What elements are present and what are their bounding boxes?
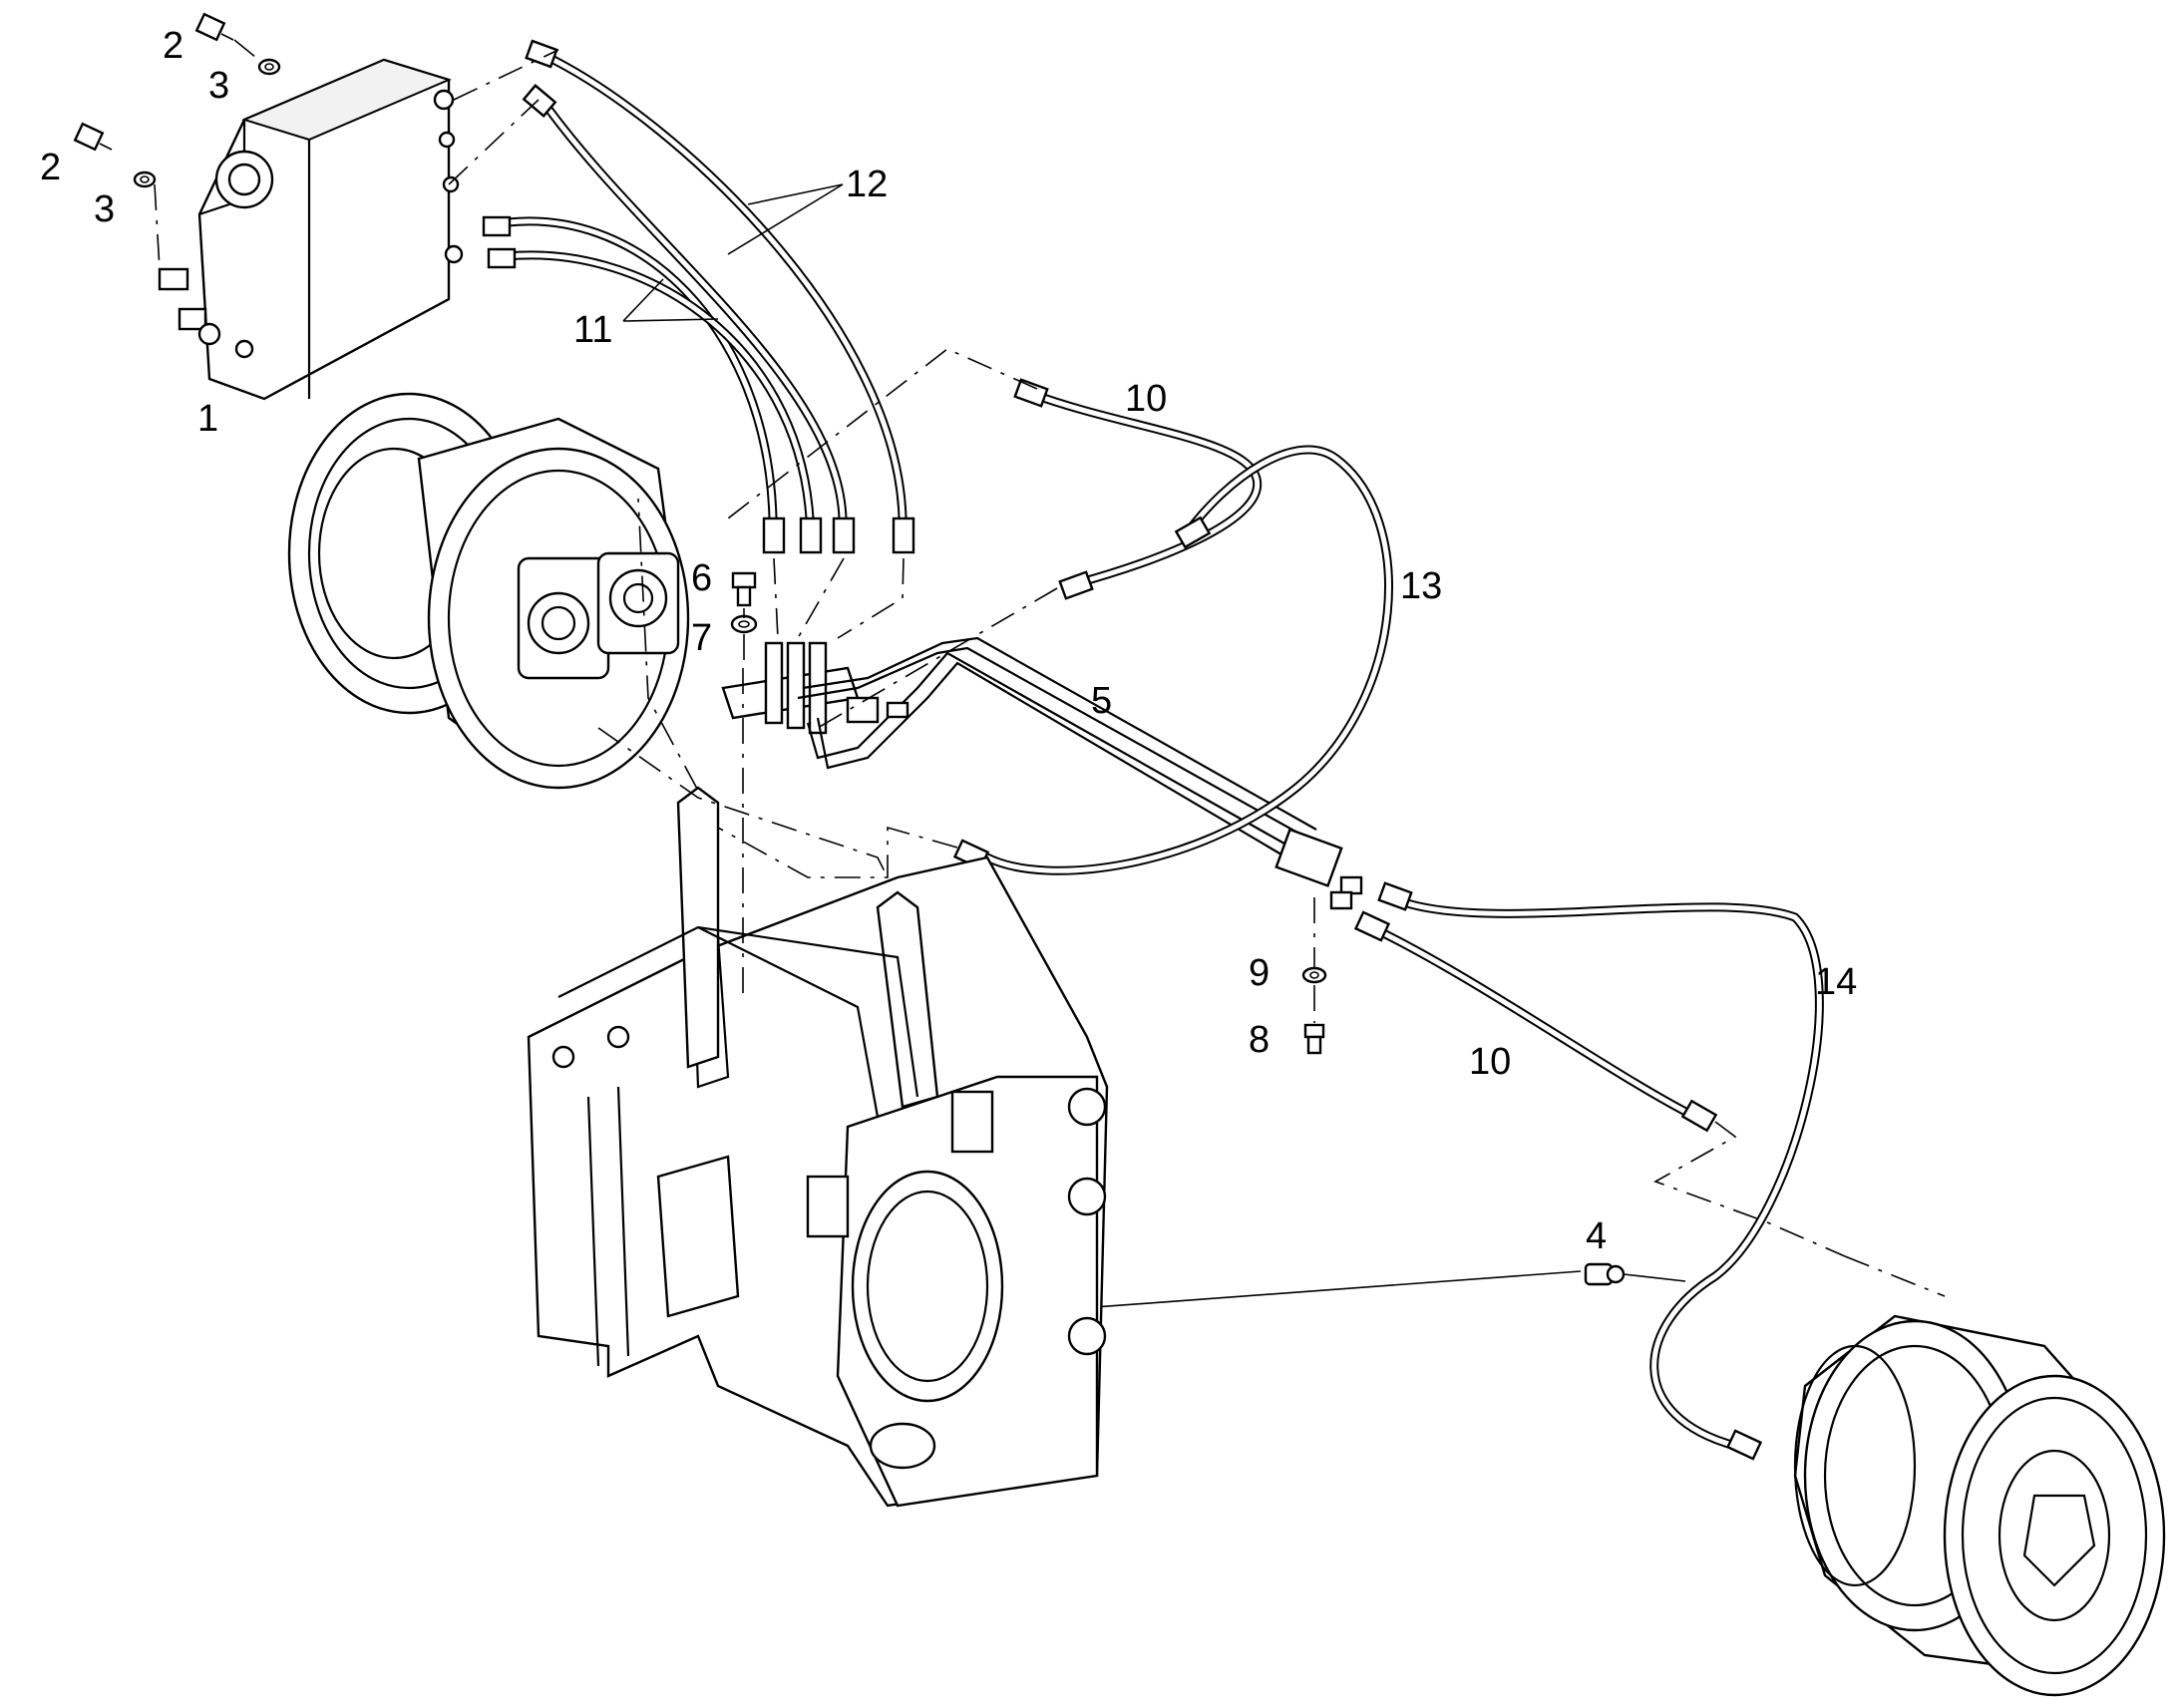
callout-5: 5 bbox=[1091, 680, 1112, 722]
plug-part-8 bbox=[1303, 1023, 1325, 1055]
washer-part-9 bbox=[1301, 966, 1327, 984]
screw-part-2-left bbox=[73, 122, 113, 152]
washer-part-3-left bbox=[133, 171, 157, 188]
callout-7: 7 bbox=[691, 617, 712, 659]
hose-part-10-upper bbox=[1013, 378, 1263, 600]
tube-assembly-part-5 bbox=[721, 636, 1363, 910]
washer-part-3-top bbox=[257, 58, 281, 76]
machine-frame bbox=[527, 786, 1109, 1508]
callout-10-upper: 10 bbox=[1125, 378, 1167, 420]
washer-part-7 bbox=[730, 614, 758, 634]
callout-2-left: 2 bbox=[40, 147, 61, 188]
hose-part-14 bbox=[1377, 881, 1824, 1461]
hose-part-13 bbox=[952, 445, 1393, 875]
callout-2-top: 2 bbox=[163, 25, 183, 67]
hose-fittings-upper bbox=[762, 516, 915, 554]
callout-6: 6 bbox=[691, 557, 712, 599]
valve-block-part-1 bbox=[158, 58, 464, 401]
callout-4: 4 bbox=[1586, 1215, 1607, 1257]
screw-part-6 bbox=[731, 571, 757, 607]
callout-12: 12 bbox=[846, 164, 888, 205]
callout-9: 9 bbox=[1249, 952, 1270, 994]
callout-3-left: 3 bbox=[94, 188, 115, 230]
hose-part-10-lower bbox=[1353, 910, 1718, 1133]
elbow-fitting-part-4 bbox=[1584, 1262, 1626, 1286]
callout-13: 13 bbox=[1400, 565, 1442, 607]
callout-10-lower: 10 bbox=[1469, 1041, 1511, 1083]
callout-3-top: 3 bbox=[208, 65, 229, 107]
travel-motor-lower-right bbox=[1793, 1314, 2166, 1697]
callout-1: 1 bbox=[197, 398, 218, 440]
hose-part-11 bbox=[482, 215, 815, 523]
callout-14: 14 bbox=[1815, 961, 1857, 1003]
callout-11: 11 bbox=[573, 309, 612, 351]
screw-part-2-top bbox=[194, 12, 234, 42]
hose-part-12 bbox=[522, 39, 908, 523]
leader-lines bbox=[622, 183, 844, 322]
travel-motor-upper-left bbox=[287, 392, 690, 790]
callout-labels: 1 2 3 2 3 4 5 6 7 8 9 10 10 11 12 13 14 bbox=[40, 25, 1857, 1257]
callout-8: 8 bbox=[1249, 1019, 1270, 1061]
